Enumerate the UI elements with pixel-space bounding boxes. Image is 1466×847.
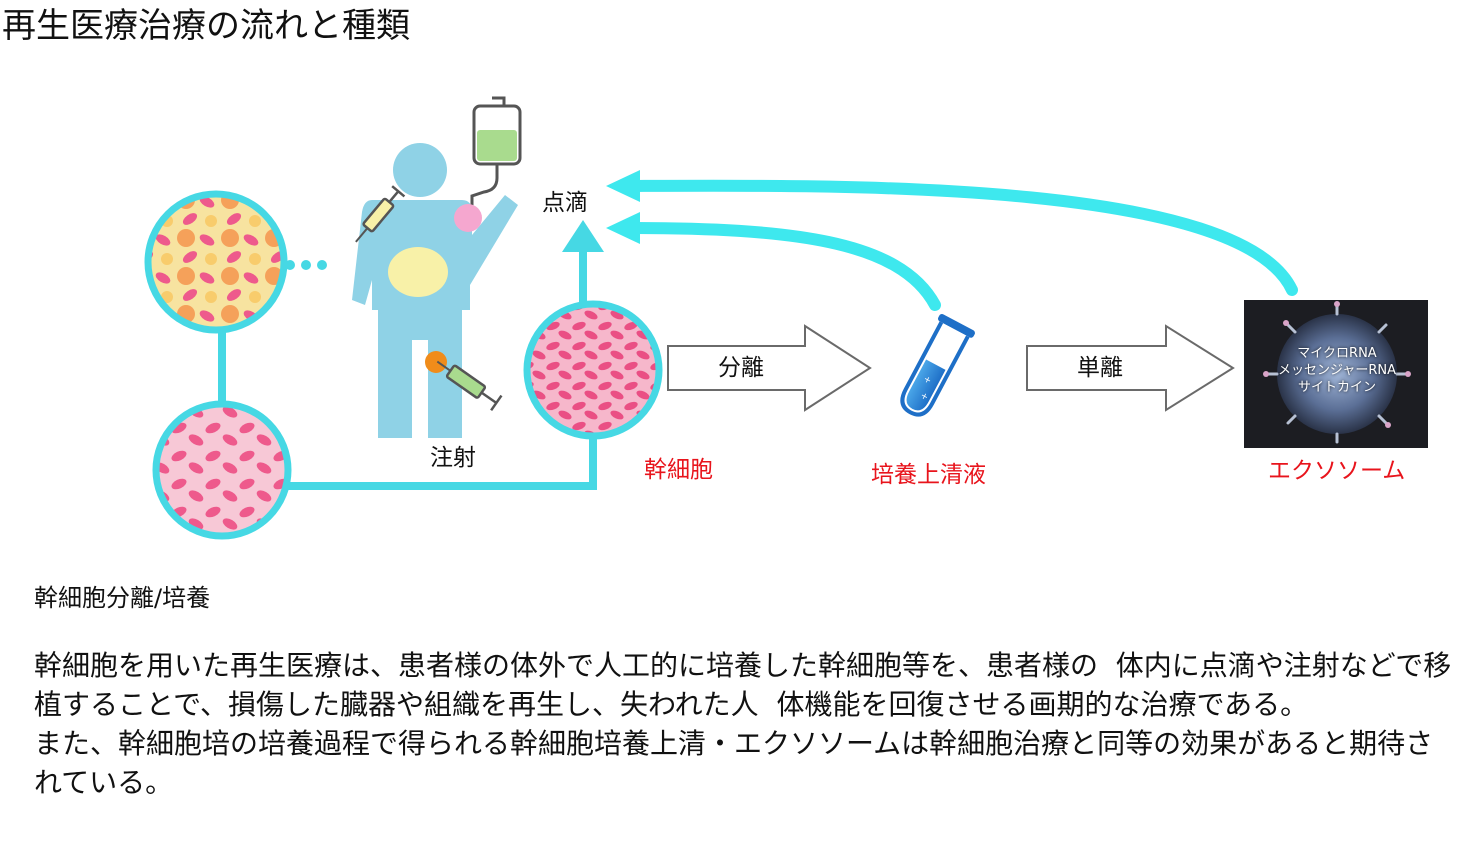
injection-site (425, 351, 447, 373)
exosome-content-item: マイクロRNA (1297, 346, 1377, 361)
curved-arrows (606, 170, 1298, 311)
tenteki-label: 点滴 (542, 190, 588, 216)
description: 幹細胞を用いた再生医療は、患者様の体外で人工的に培養した幹細胞等を、患者様の 体… (34, 646, 1454, 802)
baiyou-jousei-label: 培養上清液 (871, 462, 986, 488)
tanri-label: 単離 (1077, 355, 1123, 381)
extracted-cells-circle (152, 400, 292, 540)
up-arrow (562, 220, 604, 252)
ellipsis-dots (285, 260, 327, 270)
svg-text:+: + (918, 391, 929, 403)
abdomen-target (388, 247, 448, 297)
exosome-image (1244, 300, 1428, 448)
exosome-content-item: サイトカイン (1297, 380, 1376, 395)
stem-cells-circle (523, 300, 663, 440)
tissue-cells-circle (144, 190, 288, 334)
isolation-arrow (1026, 324, 1235, 412)
infusion-site (454, 204, 482, 232)
syringe-upper-icon (355, 185, 406, 243)
section-heading: 幹細胞分離/培養 (34, 584, 211, 612)
separation-arrow (667, 324, 872, 412)
flow-diagram: + + (144, 96, 1428, 540)
description-paragraph: また、幹細胞培の培養過程で得られる幹細胞培養上清・エクソソームは幹細胞治療と同等… (34, 727, 1434, 799)
exosome-label: エクソソーム (1268, 458, 1406, 484)
chusha-label: 注射 (430, 445, 476, 471)
test-tube-icon: + + (900, 313, 975, 417)
bunri-label: 分離 (718, 355, 764, 381)
svg-text:+: + (921, 374, 932, 386)
connector-lines (218, 250, 597, 490)
kansaibou-label: 幹細胞 (644, 457, 713, 483)
description-paragraph: 幹細胞を用いた再生医療は、患者様の体外で人工的に培養した幹細胞等を、患者様の 体… (34, 649, 1452, 721)
patient-figure (352, 143, 518, 438)
syringe-lower-icon (436, 360, 503, 412)
exosome-contents: マイクロRNA メッセンジャーRNA サイトカイン (1246, 345, 1428, 396)
iv-bag-icon (470, 96, 522, 210)
exosome-content-item: メッセンジャーRNA (1277, 363, 1396, 378)
page-title: 再生医療治療の流れと種類 (2, 6, 410, 46)
